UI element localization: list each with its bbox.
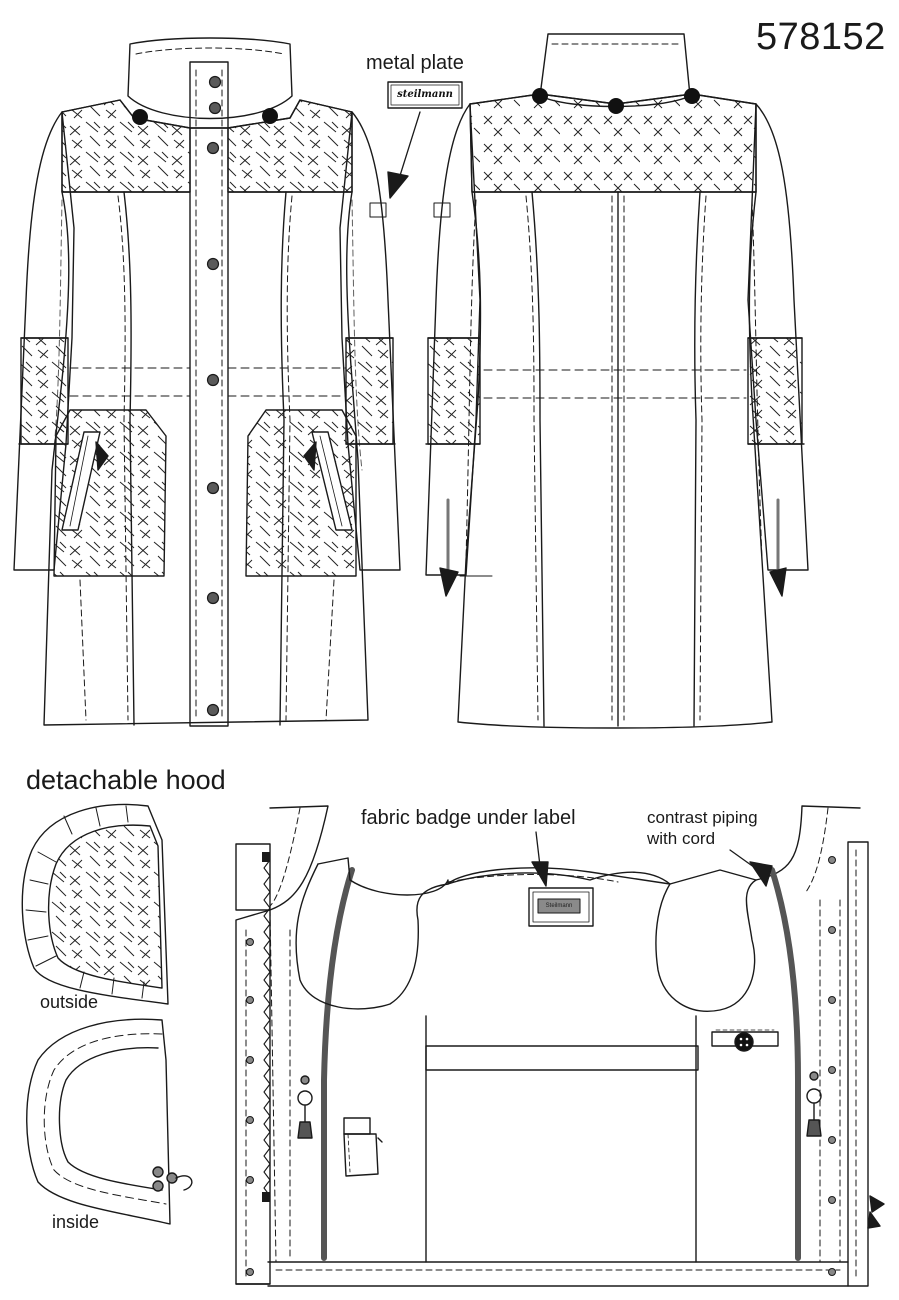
interior-button-tab [711, 1029, 779, 1052]
hood-outside-label: outside [40, 992, 99, 1012]
back-sleeve-metal-plate [433, 202, 451, 218]
front-buttons [206, 75, 222, 717]
coat-front-view [13, 37, 401, 727]
back-hood-snaps [532, 88, 700, 114]
metal-plate-brand-text: steilmann [397, 89, 453, 100]
front-right-sleeve [339, 111, 401, 571]
contrast-piping-line1: contrast piping [647, 808, 758, 827]
metal-plate-sample [387, 81, 463, 109]
coat-back-view [425, 33, 809, 729]
fabric-badge-label: fabric badge under label [361, 807, 576, 829]
fabric-badge [528, 887, 594, 927]
interior-facing-snaps [246, 856, 836, 1276]
badge-brand-text: Steilmann [545, 903, 573, 909]
interior-drawcord-channel [425, 1045, 699, 1071]
front-stand-collar [127, 37, 293, 120]
interior-left-piping [321, 867, 355, 1261]
front-button-placket [189, 61, 229, 727]
hood-snap-fastener [152, 1166, 193, 1192]
interior-lining-back [317, 857, 757, 896]
interior-right-piping [769, 867, 801, 1261]
front-hood-snaps [132, 108, 278, 125]
front-sleeve-metal-plate [369, 202, 387, 218]
interior-zipper-teeth [263, 859, 271, 1197]
back-collar [539, 33, 691, 108]
front-yoke-quilted [61, 99, 191, 193]
brand-label [537, 898, 581, 914]
coat-interior-view [235, 805, 885, 1287]
contrast-piping-line2: with cord [647, 829, 716, 848]
left-drawcord-toggle [297, 1075, 313, 1139]
interior-phone-pocket [343, 1117, 383, 1177]
style-number: 578152 [756, 16, 886, 58]
metal-plate-arrow [397, 111, 421, 183]
back-body-outline [457, 93, 773, 729]
contrast-piping-label: contrast piping with cord [647, 807, 797, 849]
back-right-sleeve [747, 103, 809, 571]
hood-inside-label: inside [52, 1212, 100, 1232]
badge-arrow [535, 831, 541, 867]
hood-outside-view [21, 803, 169, 1005]
right-drawcord-toggle [806, 1071, 822, 1137]
metal-plate-label: metal plate [366, 52, 464, 74]
back-left-sleeve [425, 103, 481, 576]
hood-inside-view [26, 1018, 193, 1225]
detachable-hood-heading: detachable hood [26, 765, 226, 795]
